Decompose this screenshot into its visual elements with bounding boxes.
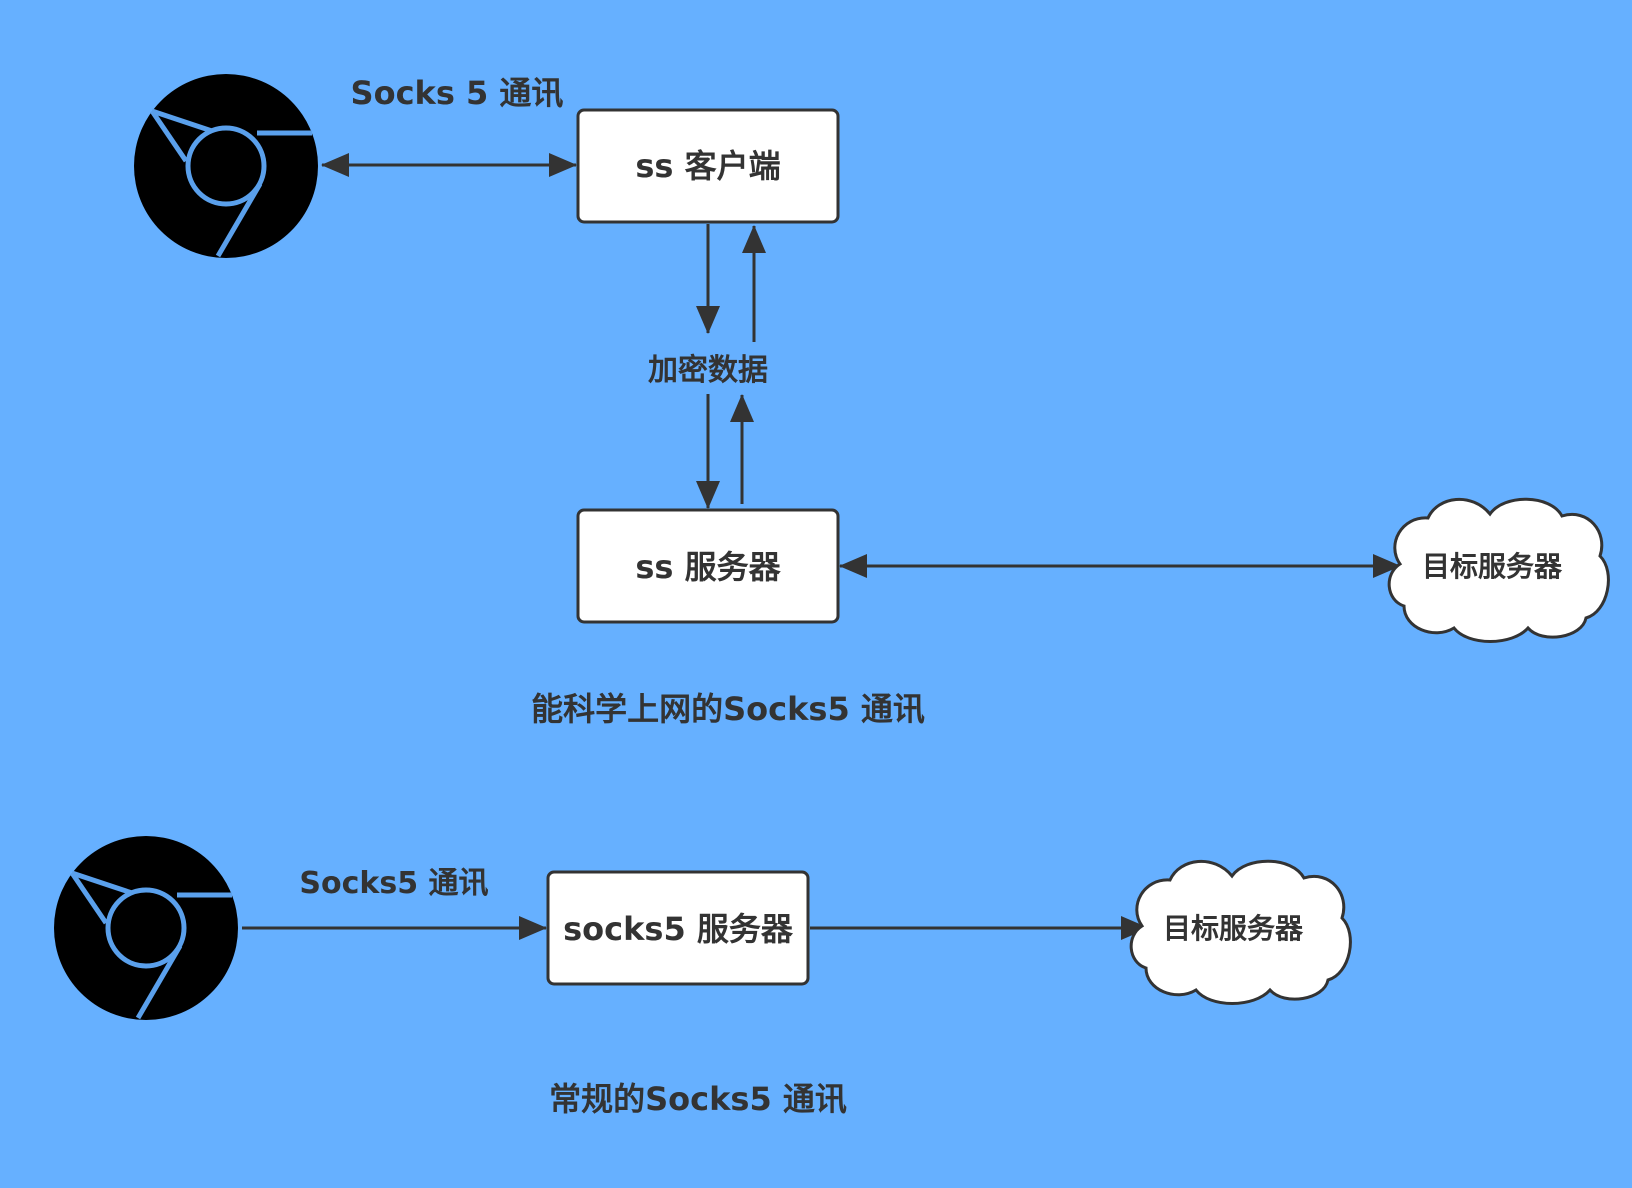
socks5-link-label: Socks 5 通讯	[351, 74, 564, 112]
target-server-cloud: 目标服务器	[1387, 497, 1610, 643]
top-caption: 能科学上网的Socks5 通讯	[531, 690, 925, 728]
ss-client-box: ss 客户端	[576, 108, 840, 224]
target-server-label: 目标服务器	[1163, 912, 1304, 945]
ss-server-box: ss 服务器	[576, 508, 840, 624]
target-server-label: 目标服务器	[1422, 550, 1563, 583]
ss-client-label: ss 客户端	[635, 147, 780, 185]
socks5-server-label: socks5 服务器	[563, 910, 794, 948]
encrypted-data-label: 加密数据	[648, 353, 768, 388]
chrome-browser-icon	[134, 74, 318, 258]
ss-server-label: ss 服务器	[635, 548, 781, 586]
socks5-link-label: Socks5 通讯	[299, 866, 488, 901]
bottom-caption: 常规的Socks5 通讯	[549, 1080, 847, 1118]
socks5-server-box: socks5 服务器	[546, 870, 810, 986]
chrome-browser-icon	[54, 836, 238, 1020]
target-server-cloud: 目标服务器	[1129, 859, 1352, 1005]
